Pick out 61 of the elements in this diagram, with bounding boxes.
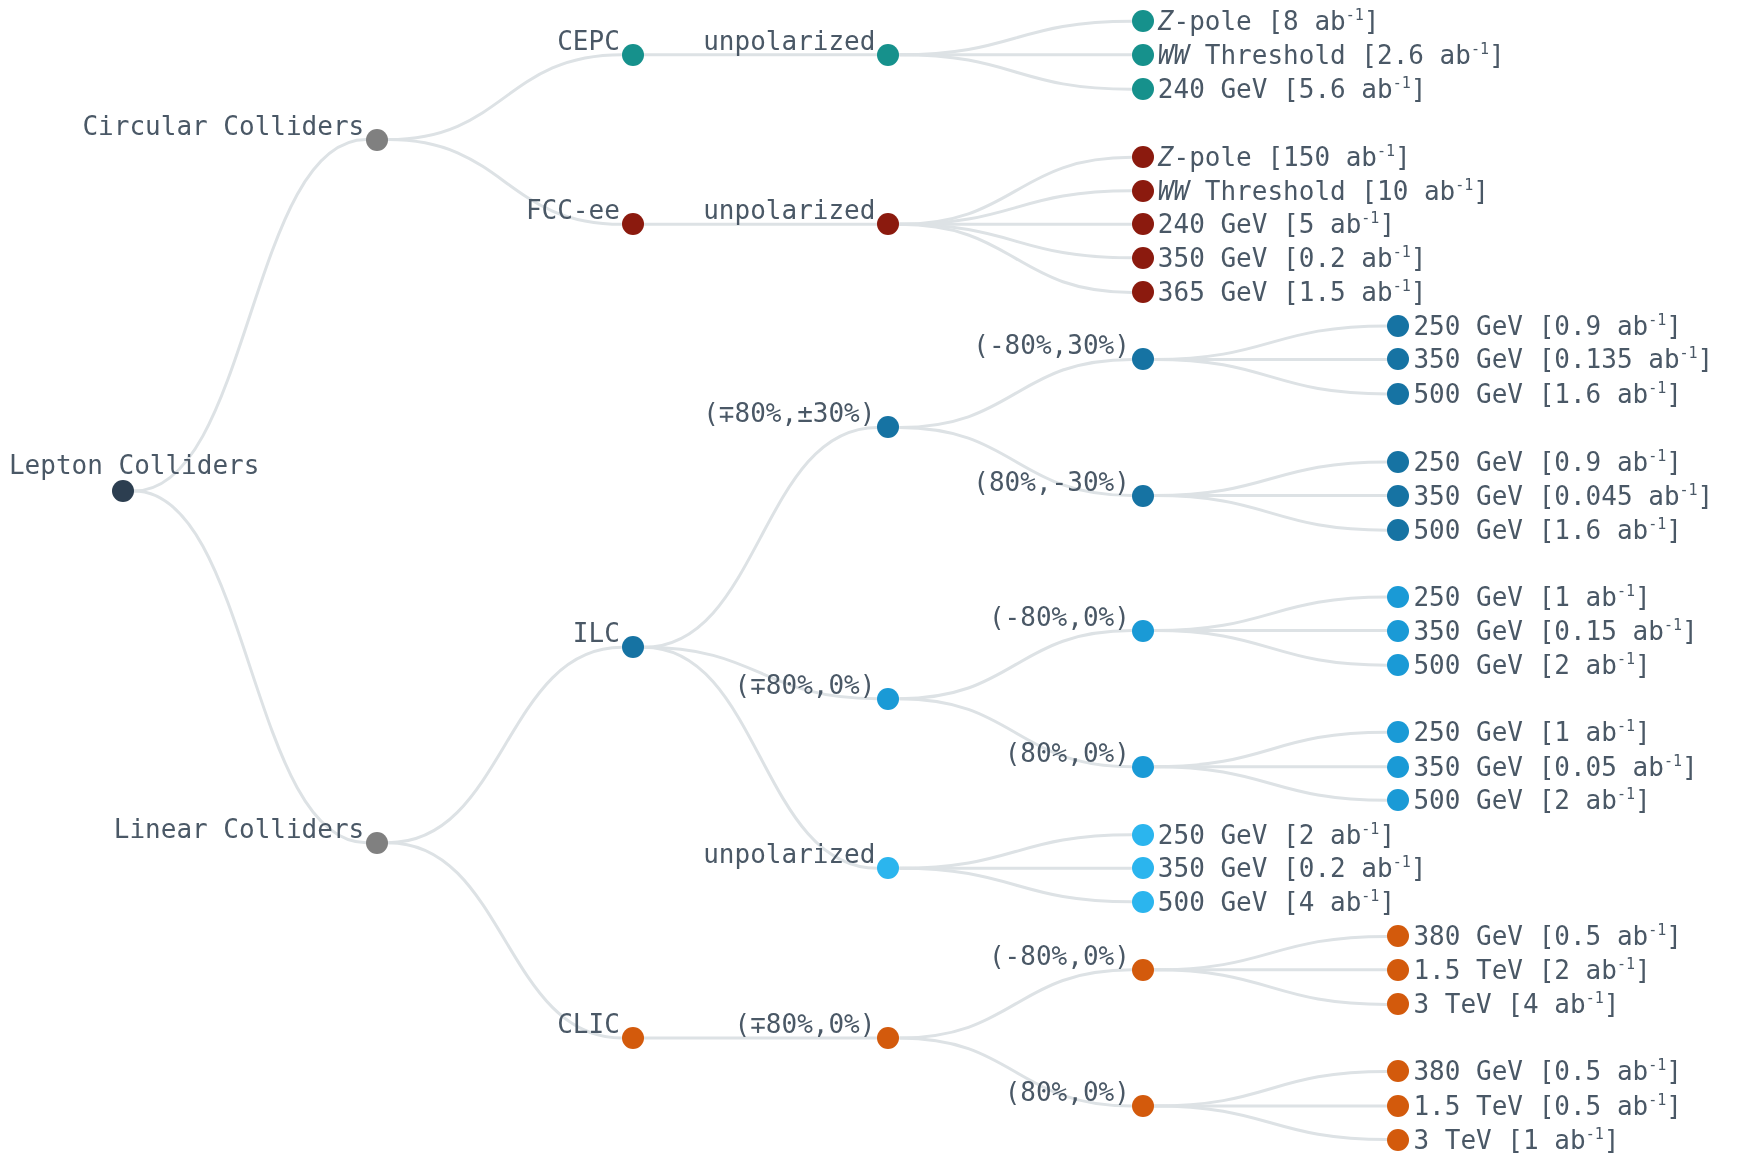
tree-branch — [899, 53, 1132, 91]
tree-branch — [643, 222, 878, 226]
node-label: 350 GeV [0.045 ab$^{-1}$] — [1413, 480, 1714, 511]
node-label: 250 GeV [1 ab$^{-1}$] — [1413, 717, 1651, 748]
node-label: unpolarized — [703, 195, 876, 226]
node-label: CEPC — [557, 25, 620, 56]
tree-branch — [1153, 968, 1388, 1006]
node-label: 350 GeV [0.135 ab$^{-1}$] — [1413, 344, 1714, 375]
node-label: 380 GeV [0.5 ab$^{-1}$] — [1413, 1056, 1682, 1087]
node-label: WW Threshold [2.6 ab$^{-1}$] — [1157, 39, 1505, 70]
node-label: (-80%,30%) — [973, 330, 1130, 361]
tree-branch — [899, 1036, 1132, 1108]
node-label: Z-pole [8 ab$^{-1}$] — [1157, 6, 1380, 37]
node-label: 250 GeV [0.9 ab$^{-1}$] — [1413, 310, 1682, 341]
node-label: unpolarized — [703, 839, 876, 870]
node-label: (-80%,0%) — [988, 601, 1130, 632]
node-label: 500 GeV [1.6 ab$^{-1}$] — [1413, 378, 1682, 409]
node-label: CLIC — [557, 1008, 620, 1039]
tree-branch — [1153, 1104, 1388, 1141]
tree-branch — [899, 968, 1132, 1040]
node-label: Linear Colliders — [113, 813, 365, 844]
tree-branch — [643, 1036, 878, 1040]
node-label: 350 GeV [0.15 ab$^{-1}$] — [1413, 615, 1698, 646]
node-label: 250 GeV [1 ab$^{-1}$] — [1413, 582, 1651, 613]
node-label: (80%,0%) — [1004, 1077, 1130, 1108]
node-label: unpolarized — [703, 25, 876, 56]
node-label: 500 GeV [4 ab$^{-1}$] — [1157, 886, 1396, 917]
node-label: 500 GeV [2 ab$^{-1}$] — [1413, 650, 1651, 681]
node-label: 250 GeV [2 ab$^{-1}$] — [1157, 819, 1396, 850]
node-label: (∓80%,0%) — [734, 669, 876, 700]
node-label: 350 GeV [0.05 ab$^{-1}$] — [1413, 751, 1698, 782]
node-label: 365 GeV [1.5 ab$^{-1}$] — [1157, 277, 1427, 308]
tree-branch — [133, 138, 367, 493]
node-label: 500 GeV [2 ab$^{-1}$] — [1413, 785, 1651, 816]
node-label: 1.5 TeV [2 ab$^{-1}$] — [1413, 954, 1651, 985]
node-label: FCC-ee — [525, 195, 620, 226]
node-label: 500 GeV [1.6 ab$^{-1}$] — [1413, 515, 1682, 546]
tree-branch — [133, 489, 367, 845]
node-label: (∓80%,±30%) — [703, 398, 876, 429]
node-label: Lepton Colliders — [8, 450, 260, 481]
node-label: (∓80%,0%) — [734, 1008, 876, 1039]
node-label: (80%,-30%) — [973, 466, 1130, 497]
node-label: 350 GeV [0.2 ab$^{-1}$] — [1157, 242, 1427, 273]
node-label: Circular Colliders — [82, 110, 365, 141]
node-label: 350 GeV [0.2 ab$^{-1}$] — [1157, 853, 1427, 884]
node-label: 3 TeV [1 ab$^{-1}$] — [1413, 1124, 1620, 1155]
node-label: 3 TeV [4 ab$^{-1}$] — [1413, 989, 1620, 1020]
node-label: ILC — [572, 618, 620, 649]
tree-branch — [1153, 765, 1388, 802]
node-label: (80%,0%) — [1004, 737, 1130, 768]
node-label: 240 GeV [5.6 ab$^{-1}$] — [1157, 74, 1427, 105]
node-label: 1.5 TeV [0.5 ab$^{-1}$] — [1413, 1091, 1682, 1121]
tree-branch — [388, 841, 623, 1040]
node-label: Z-pole [150 ab$^{-1}$] — [1157, 142, 1411, 173]
tree-branch — [899, 697, 1132, 769]
node-label: 380 GeV [0.5 ab$^{-1}$] — [1413, 921, 1682, 952]
tree-branch — [643, 53, 878, 57]
node-label: 240 GeV [5 ab$^{-1}$] — [1157, 209, 1396, 240]
node-label: WW Threshold [10 ab$^{-1}$] — [1157, 175, 1489, 206]
node-label: 250 GeV [0.9 ab$^{-1}$] — [1413, 447, 1682, 478]
node-label: (-80%,0%) — [988, 940, 1130, 971]
